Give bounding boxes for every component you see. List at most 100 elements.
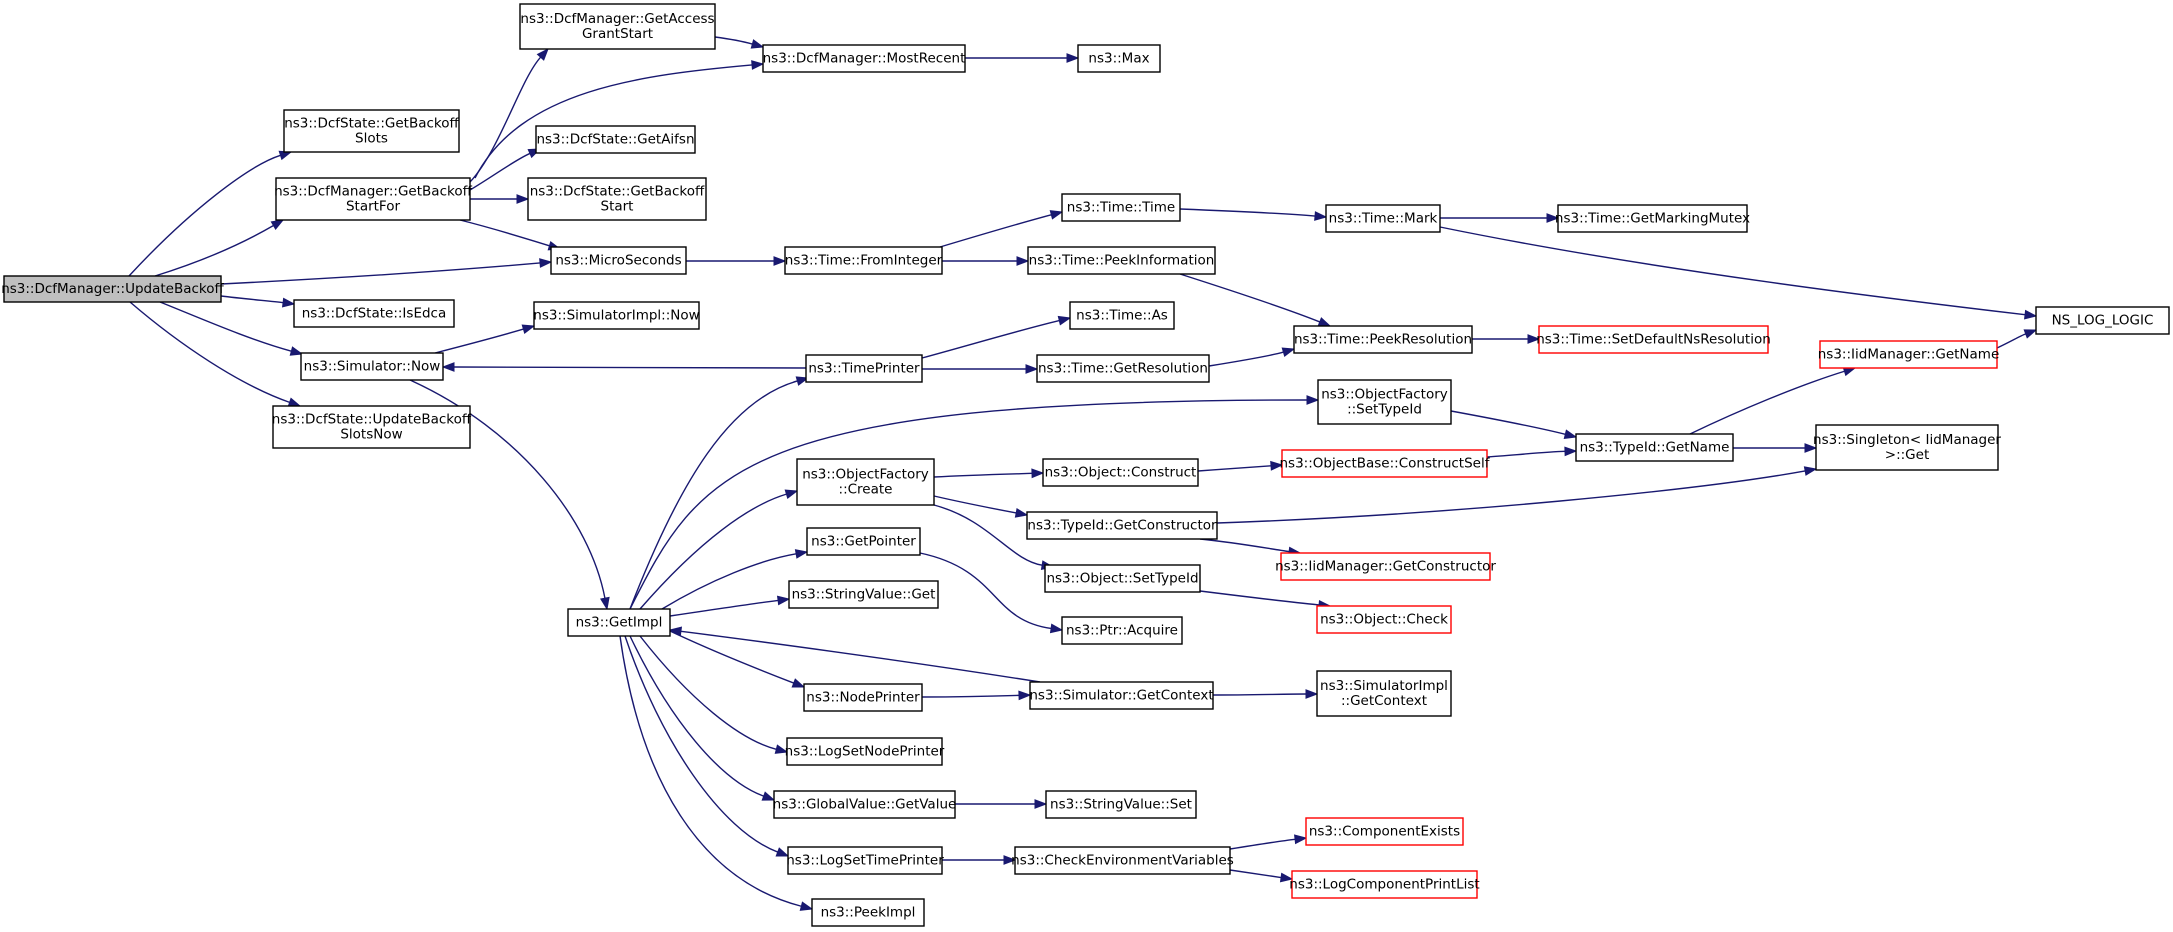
function-node[interactable]: ns3::StringValue::Set [1045,790,1197,819]
arrowhead [1803,466,1818,476]
function-node[interactable]: ns3::SimulatorImpl::Now [533,301,700,330]
node-box [803,683,923,712]
function-node[interactable]: ns3::IidManager::GetName [1818,340,2000,369]
function-node[interactable]: ns3::Time::FromInteger [784,246,943,275]
function-node[interactable]: ns3::Object::Check [1316,605,1452,634]
edge-n46-n48 [1229,869,1294,883]
arrowhead [1564,446,1578,457]
edge-n39-n40 [921,690,1032,701]
node-label: ns3::LogComponentPrintList [1289,877,1479,893]
node-label: ns3::Object::Check [1320,612,1448,628]
arrowhead [1049,210,1064,220]
function-node[interactable]: ns3::ObjectFactory::SetTypeId [1317,379,1452,425]
edge-n14-n49 [619,635,814,911]
node-label: Slots [355,131,388,147]
function-node[interactable]: ns3::Singleton< IidManager>::Get [1813,424,2001,471]
edge-line [220,262,541,285]
function-node[interactable]: ns3::Ptr::Acquire [1061,616,1183,645]
function-node[interactable]: NS_LOG_LOGIC [2035,306,2170,335]
function-node[interactable]: ns3::Object::Construct [1042,458,1199,487]
function-node[interactable]: ns3::Simulator::Now [300,352,444,381]
arrowhead [600,596,610,611]
edge-line [1439,226,2026,316]
function-node[interactable]: ns3::Time::Time [1061,193,1181,222]
function-node[interactable]: ns3::Time::PeekResolution [1293,325,1473,354]
function-node[interactable]: ns3::LogComponentPrintList [1289,870,1480,899]
edge-n0-n4 [220,295,296,308]
function-node[interactable]: ns3::ObjectBase::ConstructSelf [1280,449,1491,478]
function-node[interactable]: ns3::LogSetNodePrinter [785,737,945,766]
arrowhead [287,397,302,407]
node-box [806,527,921,556]
function-node[interactable]: ns3::TypeId::GetName [1575,433,1734,462]
node-label: ns3::StringValue::Get [792,587,936,603]
edge-line [714,36,753,45]
function-node[interactable]: ns3::PeekImpl [811,898,925,927]
function-node[interactable]: ns3::DcfState::GetAifsn [535,125,696,154]
function-node[interactable]: ns3::CheckEnvironmentVariables [1011,846,1234,875]
edge-line [1216,470,1806,524]
node-box [762,44,966,73]
arrowhead [516,194,530,204]
function-node[interactable]: ns3::Time::SetDefaultNsResolution [1536,325,1771,354]
node-box [811,898,925,927]
function-node[interactable]: ns3::StringValue::Get [788,580,939,609]
node-label: ns3::Singleton< IidManager [1813,432,2001,448]
node-label: ns3::ObjectFactory [802,467,929,483]
function-node[interactable]: ns3::TimePrinter [805,354,923,383]
function-node[interactable]: ns3::Time::GetResolution [1036,354,1210,383]
edge-n5-n14 [409,379,610,611]
arrowhead [795,376,810,386]
arrowhead [1305,689,1319,699]
node-label: ns3::DcfState::GetBackoff [284,116,459,132]
edge-line [409,379,606,599]
function-node[interactable]: ns3::ComponentExists [1305,817,1464,846]
function-node[interactable]: ns3::GlobalValue::GetValue [773,790,957,819]
node-box [1027,246,1216,275]
edge-n34-n35 [1199,590,1332,610]
edge-line [1179,273,1321,323]
function-node[interactable]: ns3::SimulatorImpl::GetContext [1316,670,1452,717]
function-node[interactable]: ns3::Object::SetTypeId [1044,564,1201,593]
function-node[interactable]: ns3::Time::PeekInformation [1027,246,1216,275]
node-label: ns3::StringValue::Set [1050,797,1192,813]
function-node[interactable]: ns3::Time::Mark [1325,204,1441,233]
node-box [550,246,687,275]
edge-line [661,553,797,610]
node-label: ns3::GlobalValue::GetValue [773,797,957,813]
root-function-node[interactable]: ns3::DcfManager::UpdateBackoff [1,275,225,303]
node-label: ns3::DcfManager::UpdateBackoff [1,281,224,297]
node-label: ns3::Time::PeekResolution [1294,332,1472,348]
node-label: ns3::Time::Time [1067,200,1175,216]
function-node[interactable]: ns3::Simulator::GetContext [1029,681,1214,710]
function-node[interactable]: ns3::IidManager::GetConstructor [1275,552,1496,581]
function-node[interactable]: ns3::Max [1077,44,1161,73]
function-node[interactable]: ns3::MicroSeconds [550,246,687,275]
function-node[interactable]: ns3::GetPointer [806,527,921,556]
arrowhead [1314,211,1328,221]
function-node[interactable]: ns3::DcfState::IsEdca [293,299,455,328]
arrowhead [2024,309,2038,320]
function-node[interactable]: ns3::Time::GetMarkingMutex [1555,204,1750,233]
node-label: ns3::TimePrinter [808,361,920,377]
node-box [1036,354,1210,383]
function-node[interactable]: ns3::NodePrinter [803,683,923,712]
edge-line [669,630,794,684]
arrowhead [776,595,791,606]
node-label: ns3::IidManager::GetName [1818,347,2000,363]
function-node[interactable]: ns3::TypeId::GetConstructor [1026,511,1218,540]
arrowhead [774,744,789,754]
edge-n2-n8 [474,60,765,179]
function-node[interactable]: ns3::Time::As [1069,301,1175,330]
function-node[interactable]: ns3::LogSetTimePrinter [786,846,944,875]
function-node[interactable]: ns3::DcfManager::MostRecent [762,44,966,73]
function-node[interactable]: ns3::ObjectFactory::Create [796,458,935,506]
edge-line [933,495,1017,514]
function-node[interactable]: ns3::GetImpl [567,608,671,637]
edge-n20-n21 [1472,334,1541,344]
